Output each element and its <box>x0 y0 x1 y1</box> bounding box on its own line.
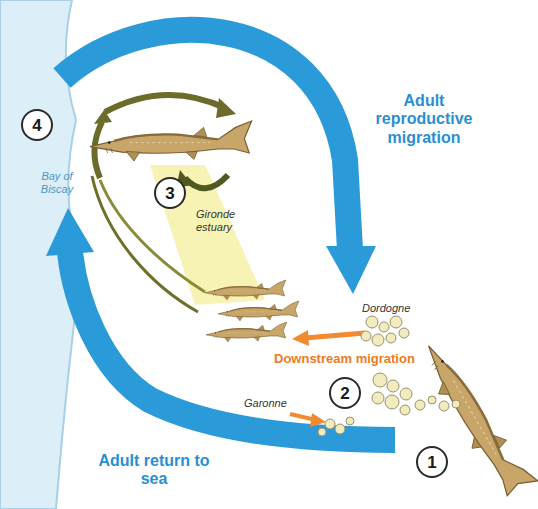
egg <box>399 328 409 338</box>
downstream-arrow <box>305 333 365 338</box>
estuary-cycle-arrow <box>94 122 102 178</box>
egg <box>387 380 399 392</box>
arrow-head <box>216 98 236 118</box>
egg <box>385 395 399 409</box>
callout-number: 4 <box>32 117 41 134</box>
adult-sturgeon <box>90 121 252 161</box>
arrow-head <box>326 246 376 294</box>
arrow-head <box>310 413 326 427</box>
estuary-light-beam <box>150 165 265 305</box>
egg <box>400 405 410 415</box>
callout-number: 1 <box>427 454 436 471</box>
estuary-cycle-arrow <box>105 95 225 112</box>
egg <box>346 417 354 425</box>
egg <box>325 419 335 429</box>
spawning-sturgeon <box>415 332 538 502</box>
egg <box>386 333 396 343</box>
callout-circle: 4 <box>21 109 53 141</box>
egg <box>439 401 449 411</box>
egg <box>361 331 371 341</box>
arrow-head <box>46 208 94 256</box>
egg <box>379 322 389 332</box>
return-arrow <box>70 252 395 440</box>
arrow-label: Adult return to sea <box>98 452 210 489</box>
egg <box>373 373 387 387</box>
juvenile-sturgeon <box>206 322 287 342</box>
sea-name: Bay of Biscay <box>28 170 86 195</box>
egg <box>318 428 326 436</box>
callout-circle: 1 <box>416 446 448 478</box>
egg <box>335 424 345 434</box>
arrow-head <box>94 110 112 124</box>
egg <box>372 334 384 346</box>
place-name: Gironde estuary <box>196 208 252 233</box>
river-name: Dordogne <box>362 302 410 315</box>
arrow-head <box>292 330 309 346</box>
egg <box>372 392 384 404</box>
callout-number: 3 <box>165 185 174 202</box>
egg <box>415 400 425 410</box>
egg <box>390 316 402 328</box>
egg <box>366 316 378 328</box>
callout-circle: 2 <box>329 377 361 409</box>
callout-number: 2 <box>340 385 349 402</box>
arrow-label: Downstream migration <box>272 352 417 367</box>
egg <box>452 400 460 408</box>
arrow-label: Adult reproductive migration <box>368 92 480 147</box>
egg <box>400 388 412 400</box>
path-line <box>92 176 198 312</box>
callout-circle: 3 <box>154 177 186 209</box>
juvenile-sturgeon <box>218 301 299 321</box>
egg-cluster <box>318 316 460 436</box>
egg <box>428 396 436 404</box>
juvenile-sturgeon <box>205 280 286 300</box>
river-name: Garonne <box>244 397 287 410</box>
estuary-cycle-arrow <box>185 175 228 188</box>
